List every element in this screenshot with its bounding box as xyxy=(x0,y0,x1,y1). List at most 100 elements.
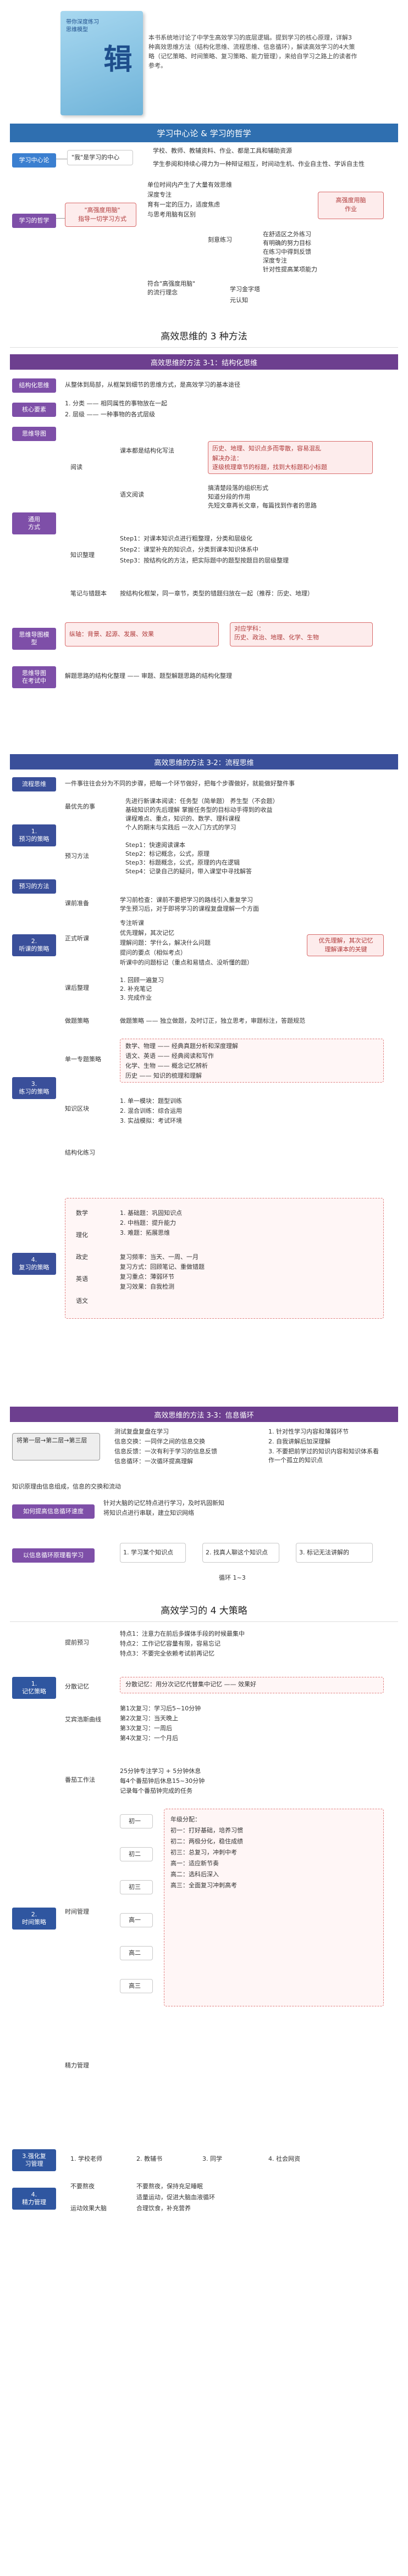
knowledge-3: Step3：按结构化的方法，把实际题中的题型按题目的层级整理 xyxy=(120,557,289,564)
philo-right-2: 有明确的努力目标 xyxy=(263,239,311,247)
philo-list-2: 深度专注 xyxy=(147,191,172,198)
tag-step4: 4. 复习的策略 xyxy=(12,1253,56,1275)
grade-5-box xyxy=(120,1946,153,1960)
book-subtitle: 带你深度练习思维模型 xyxy=(66,19,99,33)
use-knowledge: 知识整理 xyxy=(70,551,95,559)
step3-single-box xyxy=(120,1039,384,1083)
grade-6-box xyxy=(120,1979,153,1993)
philo-right-4: 深度专注 xyxy=(263,257,287,264)
section3-band: 高效思维的方法 3-2：流程思维 xyxy=(10,754,398,770)
philo-main-box xyxy=(65,203,136,227)
step1-line-2: 基础知识的先后理解 掌握任务型的目标动手得到的收益 xyxy=(125,806,273,813)
step4-line-3: 3. 难题：拓展思维 xyxy=(120,1229,170,1236)
step1-method-4: Step4：记录自己的疑问，带入课堂中寻找解答 xyxy=(125,868,252,875)
read-a-sub-1: 历史、地理、知识点多而零散，容易混乱 xyxy=(212,445,321,452)
box-item-1: 测试复盘复盘在学习 xyxy=(114,1428,169,1435)
loop-step-3: 3. 标记无法讲解的 xyxy=(299,1549,349,1556)
grade-3-box xyxy=(120,1880,153,1894)
step3-mode-1: 1. 单一模块：题型训练 xyxy=(120,1097,182,1105)
step4-item-4: 英语 xyxy=(76,1275,88,1283)
step2-after-1: 1. 回顾一遍复习 xyxy=(120,977,164,984)
time-box-4: 初三：总复习，冲刺中考 xyxy=(170,1849,237,1856)
loop-step-2-box xyxy=(202,1543,279,1563)
step4-item-3: 政史 xyxy=(76,1253,88,1261)
time-box-2: 初一：打好基础，培养习惯 xyxy=(170,1827,243,1834)
grade-6: 高三 xyxy=(129,1982,141,1989)
section4-band: 高效思维的方法 3-3：信息循环 xyxy=(10,1407,398,1422)
grade-5: 高二 xyxy=(129,1949,141,1956)
step4-item-1: 数学 xyxy=(76,1209,88,1217)
section2-band: 高效思维的方法 3-1：结构化思维 xyxy=(10,354,398,370)
tag-philo: 学习的哲学 xyxy=(12,214,56,228)
exam-text: 解题思路的结构化整理 —— 审题、题型解题思路的结构化整理 xyxy=(65,672,232,679)
step3-block: 知识区块 xyxy=(65,1105,89,1112)
read-b-sub-1: 搞清楚段落的组织形式 xyxy=(208,484,268,492)
core-2: 2. 层级 —— 一种事物的各式层级 xyxy=(65,411,155,418)
mindmap-right-box xyxy=(230,622,373,646)
step2-after: 课后整理 xyxy=(65,984,89,991)
step4-line-1: 1. 基础题：巩固知识点 xyxy=(120,1209,182,1217)
grade-4: 高一 xyxy=(129,1916,141,1923)
center-main: "我"是学习的中心 xyxy=(71,154,120,161)
philo-right-5: 针对性提高某项能力 xyxy=(263,266,317,273)
principle-1: 针对大脑的记忆特点进行学习，及时巩固新知 xyxy=(103,1499,224,1507)
step4-box xyxy=(65,1198,384,1319)
time-line-2: 每4个番茄钟后休息15~30分钟 xyxy=(120,1777,205,1785)
step1-line-4: 个人的期末与实践后 一次入门方式的学习 xyxy=(125,824,236,831)
memory-split: 分散记忆：用分次记忆代替集中记忆 —— 效果好 xyxy=(125,1681,256,1688)
section1: 学习中心论 "我"是学习的中心 学校、教师、教辅资料、作业、都是工具和辅助资源 … xyxy=(10,142,398,324)
review-2: 2. 教辅书 xyxy=(136,2155,162,2162)
energy-line-1: 不要熬夜，保持充足睡眠 xyxy=(136,2183,203,2190)
def-text: 从整体到局部，从框架到细节的思维方式，是高效学习的基本途径 xyxy=(65,381,240,388)
gray-box xyxy=(12,1433,100,1460)
read-a-sub-2: 解决办法： xyxy=(212,455,242,462)
read-a-sub-3: 逐级梳理章节的标题，找到大标题和小标题 xyxy=(212,464,327,471)
tag-center: 学习中心论 xyxy=(12,153,56,168)
ebb-4: 第4次复习：一个月后 xyxy=(120,1735,178,1742)
box-item-2: 信息交换：一同伴之间的信息交换 xyxy=(114,1438,205,1445)
philo-right-main: 刻意练习 xyxy=(208,236,232,243)
step2-listen: 正式听课 xyxy=(65,935,89,942)
time-box-6: 高二：选科后深入 xyxy=(170,1871,219,1878)
step2-listen-5: 听课中的问题标记（重点和易错点、没听懂的题） xyxy=(120,959,253,966)
time-line-1: 25分钟专注学习 + 5分钟休息 xyxy=(120,1767,201,1775)
review-3: 3. 同学 xyxy=(202,2155,222,2162)
read-b-sub-2: 知道分段的作用 xyxy=(208,493,250,500)
knowledge-2: Step2：课堂补充的知识点，分类到课本知识体系中 xyxy=(120,546,259,553)
step1-line-1: 先进行新课本阅读：任务型（简单题） 养生型（不会题） xyxy=(125,798,279,805)
book-cover: 带你深度练习思维模型 学习的逻辑 xyxy=(60,11,143,115)
mindmap-left: 纵轴：背景、起源、发展、效果 xyxy=(69,631,154,638)
tag-energy: 4. 精力管理 xyxy=(12,2188,56,2210)
philo-lower-2: 元认知 xyxy=(230,297,248,304)
tag-def: 结构化思维 xyxy=(12,378,56,393)
philo-right-1: 在舒适区之外练习 xyxy=(263,231,311,238)
time-box-1: 年级分配： xyxy=(170,1816,201,1823)
use-read: 阅读 xyxy=(70,464,82,471)
memory-line-3: 特点3：不要完全依赖考试前再记忆 xyxy=(120,1650,214,1657)
notes-1: 按结构化框架，同一章节，类型的错题归放在一起（推荐：历史、地理） xyxy=(120,590,313,597)
time-box-5: 高一：适应新节奏 xyxy=(170,1860,219,1867)
memory-line-2: 特点2：工作记忆容量有限，容易忘记 xyxy=(120,1640,220,1647)
section2-title: 高效思维的 3 种方法 xyxy=(10,324,398,348)
read-b: 语文阅读 xyxy=(120,491,144,498)
time-box-7: 高三：全面复习冲刺高考 xyxy=(170,1882,237,1889)
step1-line-3: 课程难点、重点，知识的、数学、理科课程 xyxy=(125,815,240,822)
use-notes: 笔记与错题本 xyxy=(70,590,107,597)
section1-band: 学习中心论 & 学习的哲学 xyxy=(10,124,398,142)
principle-2: 将知识点进行串联，建立知识网络 xyxy=(103,1509,194,1516)
step1-method-3: Step3：标题概念，公式，原理的内在逻辑 xyxy=(125,859,240,866)
box-item-4: 信息循环：一次循环提高理解 xyxy=(114,1458,193,1465)
philo-list-4: 与思考用脑有区别 xyxy=(147,211,196,218)
loop-step-1: 1. 学习某个知识点 xyxy=(123,1549,173,1556)
step3-single-3: 化学、生物 —— 概念记忆辨析 xyxy=(125,1062,208,1069)
ebb-1: 第1次复习：学习后5~10分钟 xyxy=(120,1705,201,1712)
tag-use: 通用 方式 xyxy=(12,512,56,534)
grade-2-box xyxy=(120,1847,153,1861)
right-item-2: 2. 自我讲解后加深理解 xyxy=(268,1438,330,1445)
tag-step3: 3. 练习的策略 xyxy=(12,1077,56,1099)
right-item-1: 1. 针对性学习内容和薄弱环节 xyxy=(268,1428,349,1435)
memory-item-2: 分散记忆 xyxy=(65,1683,89,1690)
step2-line-1: 学习前检查：课前不要把学习的路线引入重复学习 xyxy=(120,896,253,904)
step3-single: 单一专题策略 xyxy=(65,1056,101,1063)
